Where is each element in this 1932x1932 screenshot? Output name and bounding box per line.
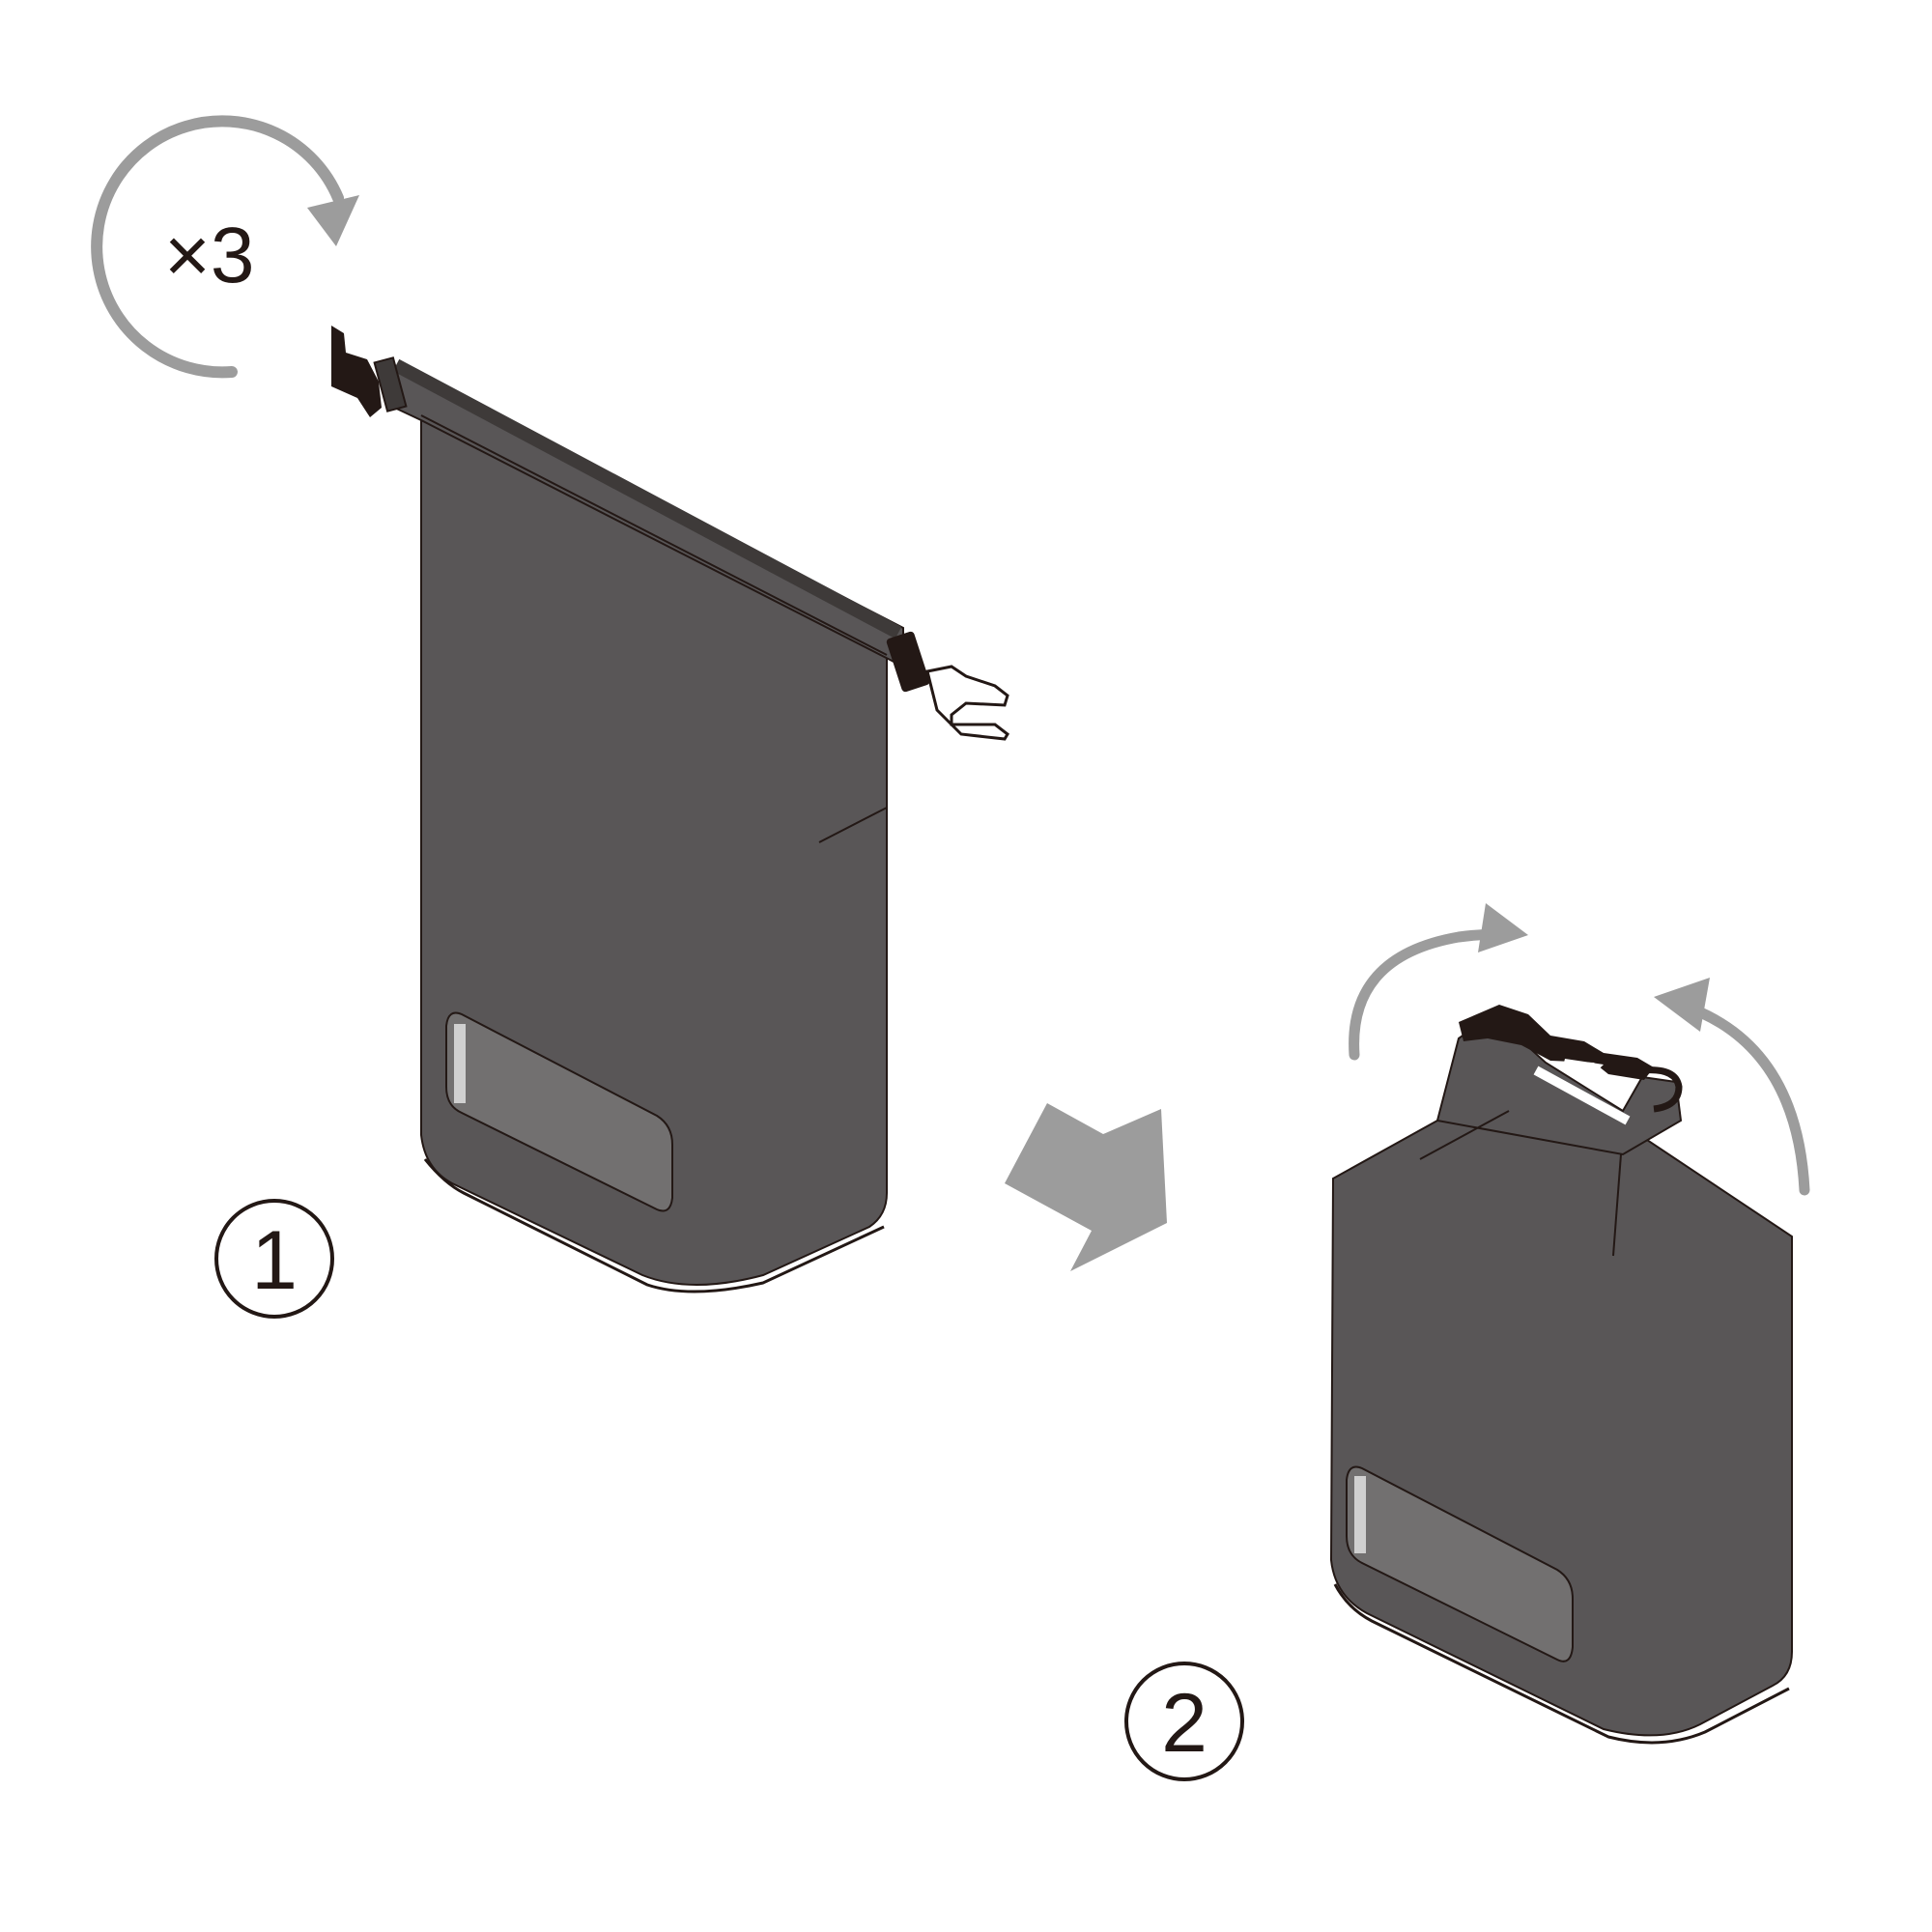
short-dry-bag	[1329, 1005, 1793, 1745]
fold-arrow-icon	[1349, 903, 1528, 1061]
step-1-marker: 1	[214, 1199, 334, 1319]
direction-arrow-icon	[1005, 1103, 1167, 1271]
repeat-count-label: ×3	[164, 212, 255, 299]
step-2-marker: 2	[1124, 1662, 1244, 1781]
right-buckle-icon	[886, 631, 1009, 741]
fold-arrow-icon	[1654, 978, 1810, 1196]
step-2-number: 2	[1161, 1677, 1208, 1770]
logo-icon	[454, 1024, 466, 1103]
rotate-arrow-icon	[91, 115, 359, 379]
left-buckle-icon	[331, 326, 408, 417]
step-1-number: 1	[251, 1214, 298, 1307]
logo-icon	[1354, 1476, 1366, 1553]
tall-dry-bag	[331, 326, 1009, 1293]
clear-window	[1346, 1465, 1574, 1662]
clear-window	[445, 1011, 673, 1212]
top-buckle-icon	[1459, 1005, 1683, 1113]
